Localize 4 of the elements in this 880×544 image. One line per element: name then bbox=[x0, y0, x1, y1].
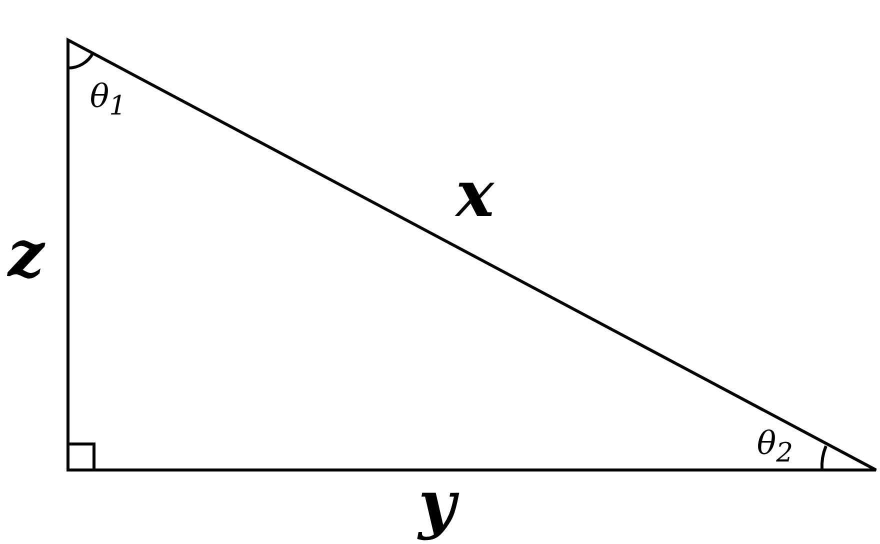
angle-label: θ$_{1}$ bbox=[90, 80, 126, 120]
side-label: z bbox=[8, 223, 44, 287]
side-label: x bbox=[456, 163, 494, 227]
angle-label: θ$_{2}$ bbox=[756, 426, 794, 468]
